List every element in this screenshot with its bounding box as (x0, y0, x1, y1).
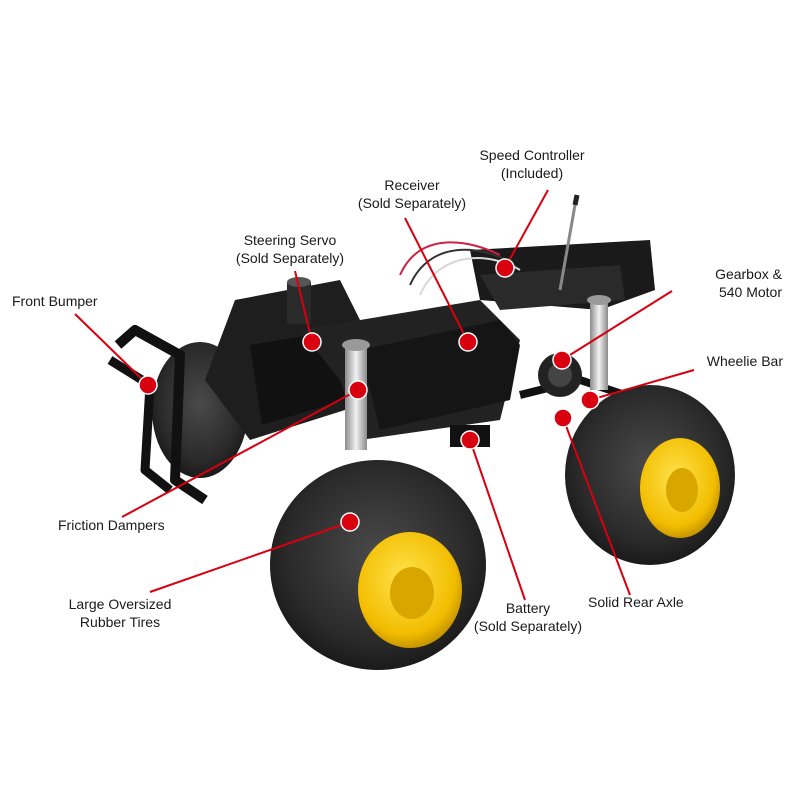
speed-controller-label-line: (Included) (500, 165, 564, 181)
rubber-tires-leader-line (149, 521, 351, 593)
front-bumper-leader-line (74, 313, 149, 386)
rubber-tires-marker-dot (340, 512, 360, 532)
gearbox-motor-label-line: Gearbox & (715, 266, 782, 282)
steering-servo-label-line: (Sold Separately) (235, 250, 345, 266)
receiver-label-line: (Sold Separately) (357, 195, 467, 211)
receiver-label: Receiver (Sold Separately) (352, 176, 472, 212)
speed-controller-leader-line (504, 189, 549, 269)
receiver-label-line: Receiver (384, 177, 440, 193)
gearbox-motor-marker-dot (552, 350, 572, 370)
rear-axle-marker-dot (553, 408, 573, 428)
steering-servo-leader-line (294, 270, 313, 343)
rear-axle-leader-line (562, 417, 631, 596)
rubber-tires-label-line: Large Oversized (68, 596, 172, 612)
front-bumper-label: Front Bumper (12, 292, 122, 310)
steering-servo-label-line: Steering Servo (243, 232, 337, 248)
callout-layer (74, 189, 695, 601)
battery-label-line: Battery (505, 600, 551, 616)
front-tire (270, 460, 486, 670)
friction-dampers-leader-line (121, 389, 359, 518)
steering-servo-marker-dot (302, 332, 322, 352)
battery-marker-dot (460, 430, 480, 450)
gearbox-motor-label-line: 540 Motor (718, 284, 782, 300)
receiver-marker-dot (458, 332, 478, 352)
rear-axle-label-line: Solid Rear Axle (588, 594, 684, 610)
wheelie-bar-marker-dot (580, 390, 600, 410)
front-bumper-marker-dot (138, 375, 158, 395)
battery-leader-line (469, 439, 526, 601)
front-bumper-label-line: Front Bumper (12, 293, 98, 309)
rear-tire (565, 385, 735, 565)
receiver-leader-line (404, 217, 469, 343)
gearbox-motor-label: Gearbox & 540 Motor (672, 265, 782, 301)
friction-dampers-marker-dot (348, 380, 368, 400)
rear-axle-label: Solid Rear Axle (588, 593, 708, 611)
friction-dampers-label: Friction Dampers (58, 516, 178, 534)
speed-controller-label-line: Speed Controller (479, 147, 585, 163)
speed-controller-label: Speed Controller (Included) (472, 146, 592, 182)
rubber-tires-label-line: Rubber Tires (79, 614, 161, 630)
friction-dampers-label-line: Friction Dampers (58, 517, 165, 533)
speed-controller-marker-dot (495, 258, 515, 278)
battery-label-line: (Sold Separately) (473, 618, 583, 634)
wheelie-bar-label-line: Wheelie Bar (706, 353, 783, 369)
gearbox (538, 353, 582, 397)
battery-label: Battery (Sold Separately) (468, 599, 588, 635)
steering-servo-label: Steering Servo (Sold Separately) (230, 231, 350, 267)
rear-shock (587, 295, 611, 390)
wheelie-bar-leader-line (589, 369, 695, 401)
wheelie-bar-label: Wheelie Bar (680, 352, 783, 370)
gearbox-motor-leader-line (561, 290, 673, 361)
